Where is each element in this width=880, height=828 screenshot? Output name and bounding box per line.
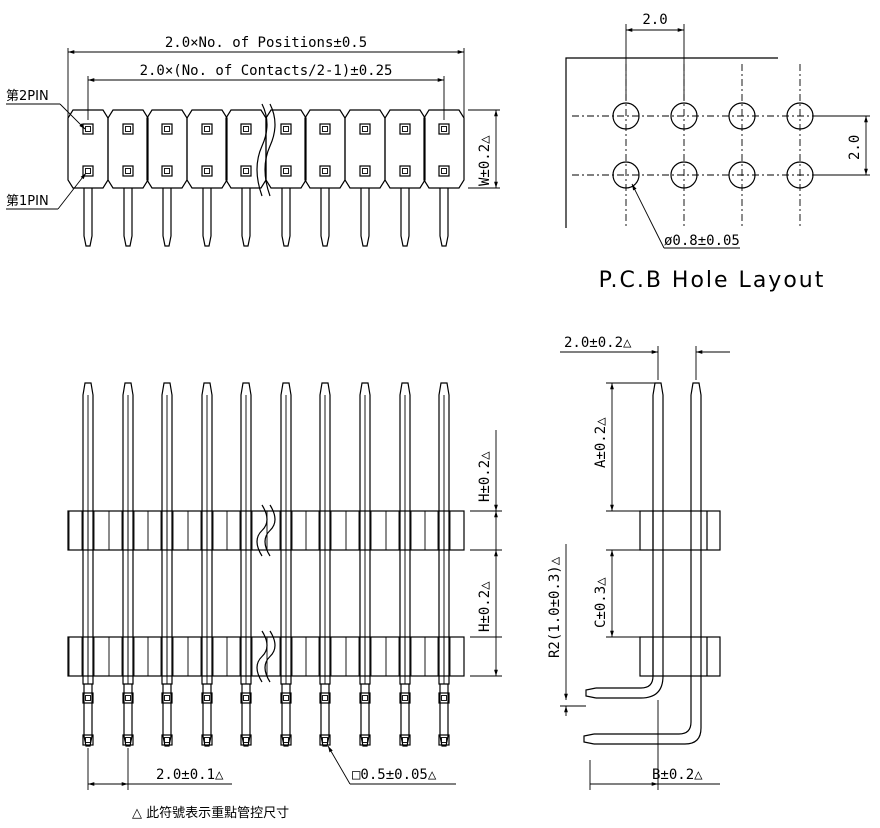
pcb-hole-diameter-label: ø0.8±0.05 [664, 233, 740, 249]
break-mark [256, 103, 268, 197]
dim-height-upper-label: H±0.2△ [477, 451, 493, 502]
footnote: △ 此符號表示重點管控尺寸 [132, 805, 289, 821]
dim-positions-label: 2.0×No. of Positions±0.5 [165, 35, 367, 51]
dim-height-lower-label: H±0.2△ [477, 581, 493, 632]
pin1-label: 第1PIN [6, 194, 49, 209]
pcb-hole [612, 102, 640, 130]
side-pin [201, 382, 213, 747]
pcb-pitch-x-label: 2.0 [642, 12, 667, 28]
side-pin [161, 382, 173, 747]
front-pin-position [67, 109, 109, 247]
front-pin-position [344, 109, 386, 247]
dim-row-pitch-label: 2.0±0.2△ [564, 335, 632, 351]
pin2-label: 第2PIN [6, 89, 49, 104]
front-pin-position [107, 109, 149, 247]
pcb-pitch-y-label: 2.0 [847, 135, 863, 160]
dim-r-label: R2(1.0±0.3)△ [547, 556, 563, 658]
side-pin [399, 382, 411, 747]
front-view: 2.0×No. of Positions±0.5 2.0×(No. of Con… [6, 35, 500, 247]
front-pin-position [265, 109, 307, 247]
side-housing [67, 630, 465, 683]
dim-c-label: C±0.3△ [593, 577, 609, 628]
dim-a-label: A±0.2△ [593, 417, 609, 468]
side-pin [240, 382, 252, 747]
pcb-hole-layout: 2.0 2.0 ø0.8±0.05 P.C.B Hole Layout [565, 12, 870, 293]
dim-width-label: W±0.2△ [477, 135, 493, 186]
front-pin-position [186, 109, 228, 247]
side-pin [359, 382, 371, 747]
side-pin [82, 382, 94, 747]
side-pin [319, 382, 331, 747]
pcb-layout-title: P.C.B Hole Layout [599, 268, 826, 293]
side-view: H±0.2△ H±0.2△ 2.0±0.1△ □0.5±0.05△ [67, 382, 502, 790]
front-pin-position [423, 109, 465, 247]
side-pin [280, 382, 292, 747]
side-pin [438, 382, 450, 747]
dim-b-label: B±0.2△ [652, 767, 703, 783]
break-mark [264, 103, 276, 197]
front-pin-position [225, 109, 267, 247]
dim-contacts-label: 2.0×(No. of Contacts/2-1)±0.25 [140, 63, 393, 79]
pcb-hole [728, 161, 756, 189]
front-pin-position [384, 109, 426, 247]
dim-pin-square-label: □0.5±0.05△ [352, 767, 437, 783]
pcb-hole [612, 161, 640, 189]
right-angle-view: 2.0±0.2△ A±0.2△ C±0.3△ R2(1.0±0.3)△ B±0.… [547, 335, 730, 790]
front-pin-position [304, 109, 346, 247]
pcb-hole [728, 102, 756, 130]
pcb-hole [670, 161, 698, 189]
side-housing [67, 504, 465, 557]
dim-pitch-label: 2.0±0.1△ [156, 767, 224, 783]
side-pin [122, 382, 134, 747]
pcb-hole [670, 102, 698, 130]
front-pin-position [146, 109, 188, 247]
